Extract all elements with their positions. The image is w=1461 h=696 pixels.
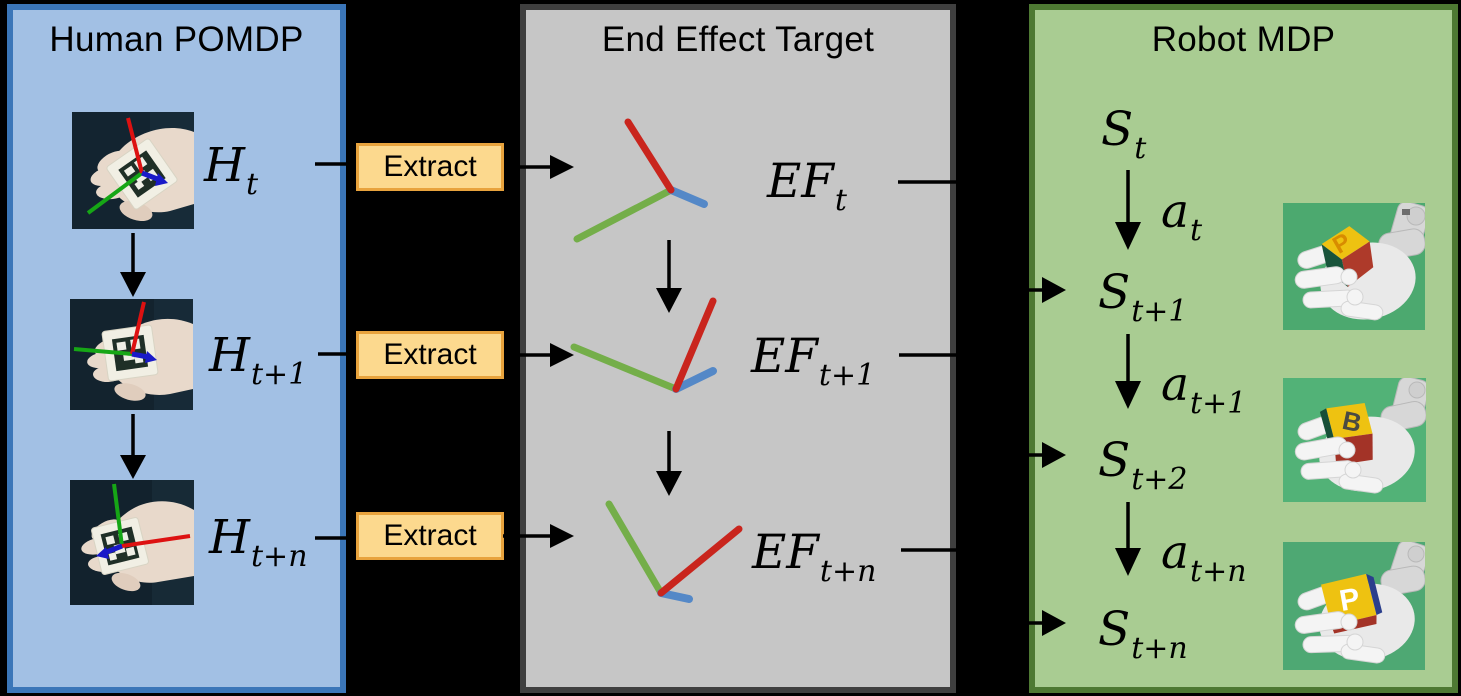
ef-label-t: EFt [767, 153, 847, 230]
label-sub: t+1 [818, 358, 876, 393]
label-base: H [209, 328, 250, 383]
label-sub: t+n [819, 554, 877, 589]
label-base: a [1161, 357, 1190, 412]
label-base: a [1161, 184, 1190, 239]
ef-label-tn: EFt+n [752, 524, 876, 601]
hand-photo-1 [72, 112, 194, 229]
axis-x-line [126, 117, 144, 174]
label-sub: t+1 [251, 357, 308, 392]
label-base: EF [752, 525, 819, 580]
hand-photo-3 [70, 480, 194, 605]
robot-fingers [1294, 266, 1384, 321]
label-base: H [204, 138, 245, 193]
robot-fingers [1294, 611, 1386, 664]
state-label-h-tn: Ht+n [209, 509, 308, 586]
s-label-t: St [1101, 101, 1146, 178]
extract-button-1: Extract [356, 143, 504, 191]
hand-photo-2 [70, 299, 193, 410]
robot-photo-2: B [1283, 378, 1426, 502]
human-panel-title: Human POMDP [49, 20, 304, 59]
label-sub: t+n [1131, 631, 1188, 666]
extract-button-3: Extract [356, 512, 504, 560]
label-base: S [1101, 102, 1134, 157]
axis-y-line [112, 483, 124, 547]
state-label-h-t1: Ht+1 [209, 327, 307, 404]
label-base: S [1098, 433, 1131, 488]
a-label-t: at [1161, 183, 1202, 260]
label-base: a [1161, 525, 1190, 580]
a-label-t1: at+1 [1161, 356, 1246, 433]
robot-photo-3: P [1283, 542, 1425, 670]
label-sub: t [246, 167, 259, 202]
robot-panel-title: Robot MDP [1151, 20, 1336, 59]
s-label-t1: St+1 [1098, 264, 1187, 341]
label-base: EF [767, 154, 834, 209]
axis-z-arrowhead [145, 351, 157, 363]
ef-panel-title: End Effect Target [601, 20, 875, 59]
label-sub: t+1 [1190, 386, 1247, 421]
s-label-t2: St+2 [1098, 432, 1187, 509]
state-label-h-t: Ht [204, 137, 258, 214]
axis-x-line [121, 534, 191, 548]
robot-arm [1378, 203, 1425, 260]
axis-y-line [86, 171, 144, 215]
robot-photo-1: P [1283, 203, 1425, 330]
robot-arm [1380, 542, 1425, 596]
label-sub: t [1134, 131, 1147, 166]
label-sub: t+1 [1131, 294, 1188, 329]
label-base: EF [751, 329, 818, 384]
end-effect-target-panel [520, 4, 956, 693]
label-base: S [1098, 602, 1131, 657]
label-sub: t [1190, 213, 1203, 248]
label-base: S [1098, 265, 1131, 320]
extract-button-2: Extract [356, 331, 504, 379]
robot-fingers [1294, 436, 1384, 494]
ef-label-t1: EFt+1 [751, 328, 875, 405]
axis-z-arrowhead [155, 173, 168, 186]
axis-x-line [130, 301, 146, 355]
axis-y-line [73, 347, 133, 356]
axis-z-arrow [131, 351, 149, 360]
s-label-tn: St+n [1098, 601, 1188, 678]
axis-z-arrowhead [96, 547, 109, 559]
label-sub: t+2 [1131, 462, 1188, 497]
label-sub: t [834, 183, 847, 218]
label-sub: t+n [1190, 554, 1247, 589]
label-sub: t+n [251, 539, 308, 574]
a-label-tn: at+n [1161, 524, 1247, 601]
label-base: H [209, 510, 250, 565]
